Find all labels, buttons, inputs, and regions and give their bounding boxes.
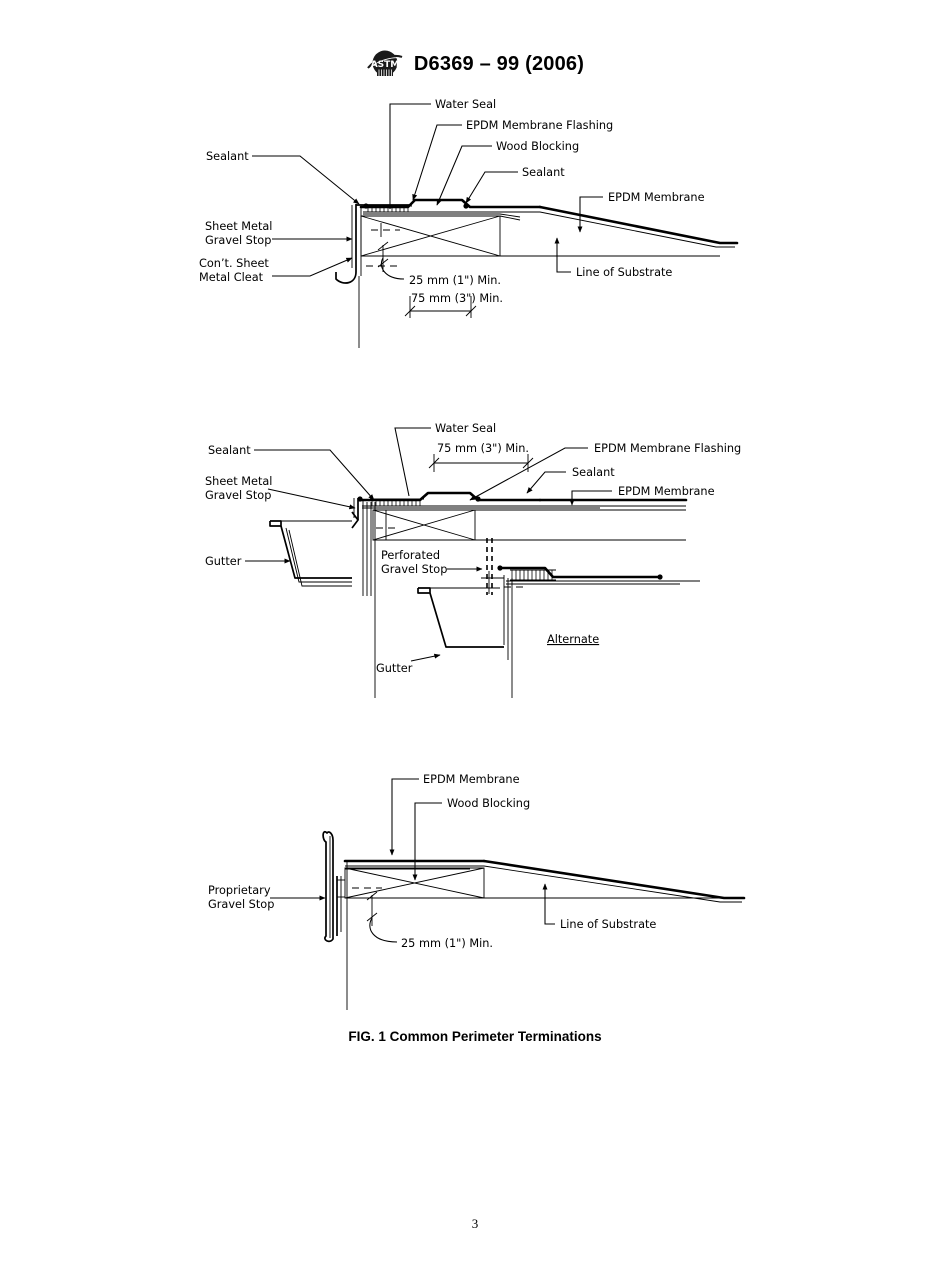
figure-1-common-perimeter-terminations: Water Seal EPDM Membrane Flashing Wood B… <box>199 98 746 1010</box>
figure-caption: FIG. 1 Common Perimeter Terminations <box>348 1029 602 1044</box>
detail1-label-sheet-metal-gravel-stop-line2: Gravel Stop <box>205 234 271 247</box>
detail3-label-line-of-substrate: Line of Substrate <box>560 918 656 931</box>
detail-3-geometry <box>322 831 746 1010</box>
detail2-label-alternate: Alternate <box>547 633 599 646</box>
detail-3-group: EPDM Membrane Wood Blocking Proprietary … <box>208 773 746 1010</box>
detail1-label-line-of-substrate: Line of Substrate <box>576 266 672 279</box>
detail2-label-epdm-membrane-flashing: EPDM Membrane Flashing <box>594 442 741 455</box>
detail2-label-sheet-metal-gravel-stop-line2: Gravel Stop <box>205 489 271 502</box>
detail1-label-sealant-left: Sealant <box>206 150 249 163</box>
document-designation: D6369 – 99 (2006) <box>413 52 585 75</box>
detail-2-geometry-alternate <box>417 538 700 698</box>
detail2-label-sealant-left: Sealant <box>208 444 251 457</box>
document-header: ASTM D6369 – 99 (2006) <box>0 48 950 80</box>
detail-3-leaders <box>270 778 555 943</box>
detail-2-leaders <box>245 427 612 662</box>
detail2-label-perforated-gravel-stop-line1: Perforated <box>381 549 440 562</box>
svg-text:ASTM: ASTM <box>371 60 400 70</box>
detail2-label-water-seal: Water Seal <box>435 422 496 435</box>
detail1-label-sheet-metal-gravel-stop-line1: Sheet Metal <box>205 220 272 233</box>
detail2-label-gutter-left: Gutter <box>205 555 242 568</box>
detail1-label-water-seal: Water Seal <box>435 98 496 111</box>
detail1-label-cont-sheet-metal-cleat-line2: Metal Cleat <box>199 271 264 284</box>
detail-1-leaders <box>252 103 603 280</box>
astm-logo: ASTM <box>367 50 403 76</box>
detail2-label-gutter-bottom: Gutter <box>376 662 413 675</box>
detail-2-geometry-main <box>269 454 688 698</box>
detail1-label-epdm-membrane: EPDM Membrane <box>608 191 705 204</box>
detail2-label-epdm-membrane: EPDM Membrane <box>618 485 715 498</box>
detail1-dimension-75mm: 75 mm (3") Min. <box>411 292 503 305</box>
detail-2-group: Water Seal Sealant Sheet Metal Gravel St… <box>205 422 741 698</box>
page-number: 3 <box>471 1216 479 1231</box>
detail-1-geometry <box>335 198 739 348</box>
detail-1-group: Water Seal EPDM Membrane Flashing Wood B… <box>199 98 739 348</box>
detail3-label-epdm-membrane: EPDM Membrane <box>423 773 520 786</box>
detail2-label-perforated-gravel-stop-line2: Gravel Stop <box>381 563 447 576</box>
detail2-dimension-75mm: 75 mm (3") Min. <box>437 442 529 455</box>
detail1-label-cont-sheet-metal-cleat-line1: Con’t. Sheet <box>199 257 269 270</box>
detail3-label-proprietary-gravel-stop-line2: Gravel Stop <box>208 898 274 911</box>
detail3-dimension-25mm: 25 mm (1") Min. <box>401 937 493 950</box>
detail1-label-epdm-membrane-flashing: EPDM Membrane Flashing <box>466 119 613 132</box>
detail3-label-wood-blocking: Wood Blocking <box>447 797 530 810</box>
detail2-label-sheet-metal-gravel-stop-line1: Sheet Metal <box>205 475 272 488</box>
detail1-label-wood-blocking: Wood Blocking <box>496 140 579 153</box>
detail2-label-sealant-right: Sealant <box>572 466 615 479</box>
detail1-label-sealant-top: Sealant <box>522 166 565 179</box>
detail3-label-proprietary-gravel-stop-line1: Proprietary <box>208 884 271 897</box>
detail1-dimension-25mm: 25 mm (1") Min. <box>409 274 501 287</box>
